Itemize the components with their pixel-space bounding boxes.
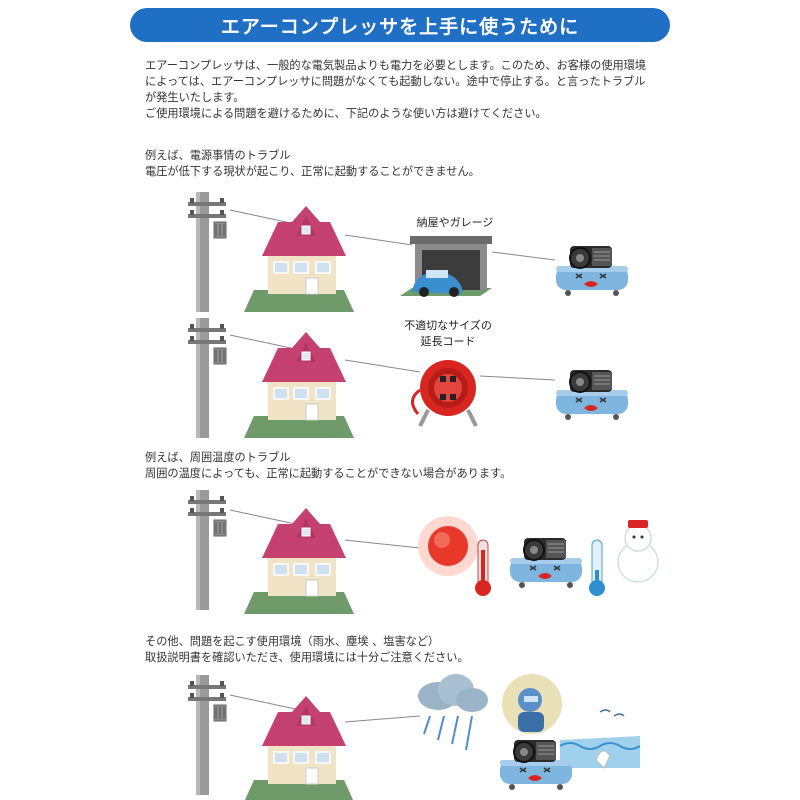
hot-thermometer-icon [475, 539, 491, 596]
utility-pole-icon [187, 191, 227, 313]
intro-paragraph: エアーコンプレッサは、一般的な電気製品よりも電力を必要とします。このため、お客様… [145, 58, 665, 122]
utility-pole-icon [187, 674, 227, 796]
rain-cloud-icon [418, 674, 488, 751]
compressor-icon [555, 245, 629, 297]
hot-sun-icon [418, 516, 478, 576]
snowman-icon [617, 520, 659, 583]
house-icon [243, 331, 355, 439]
compressor-icon [509, 537, 583, 589]
other-line-1: その他、問題を起こす使用環境（雨水、塵埃 、塩害など） [145, 635, 440, 648]
row-power-garage [187, 191, 629, 313]
row-other [187, 674, 641, 800]
garage-icon [400, 236, 492, 297]
cord-label-line-1: 不適切なサイズの [404, 319, 492, 332]
row-temperature [187, 489, 659, 615]
temp-heading: 例えば、周囲温度のトラブル [145, 451, 291, 464]
power-section-text: 例えば、電源事情のトラブル 電圧が低下する現状が起こり、正常に起動することができ… [145, 148, 665, 180]
page-title: エアーコンプレッサを上手に使うために [220, 15, 580, 38]
title-banner: エアーコンプレッサを上手に使うために [130, 8, 670, 42]
compressor-icon [499, 739, 573, 791]
sea-coast-icon [559, 709, 641, 769]
cord-label-line-2: 延長コード [420, 335, 476, 348]
cold-thermometer-icon [589, 539, 605, 596]
power-heading: 例えば、電源事情のトラブル [145, 149, 291, 162]
utility-pole-icon [187, 317, 227, 439]
temp-section-text: 例えば、周囲温度のトラブル 周囲の温度によっても、正常に起動することができない場… [145, 450, 665, 482]
other-section-text: その他、問題を起こす使用環境（雨水、塵埃 、塩害など） 取扱説明書を確認いただき… [145, 634, 665, 666]
dust-worker-icon [502, 674, 562, 734]
power-desc: 電圧が低下する現状が起こり、正常に起動することができません。 [145, 165, 480, 178]
intro-line: によっては、エアーコンプレッサに問題がなくても起動しない。途中で停止する。と言っ… [145, 75, 646, 88]
intro-line: が発生いたします。 [145, 91, 245, 104]
other-line-2: 取扱説明書を確認いただき、使用環境には十分ご注意ください。 [145, 651, 469, 664]
intro-line: ご使用環境による問題を避けるために、下記のような使い方は避けてください。 [145, 107, 547, 120]
house-icon [243, 205, 355, 313]
house-icon [243, 695, 355, 800]
temp-desc: 周囲の温度によっても、正常に起動することができない場合があります。 [145, 467, 512, 480]
garage-label: 納屋やガレージ [416, 216, 494, 229]
intro-line: エアーコンプレッサは、一般的な電気製品よりも電力を必要とします。このため、お客様… [145, 59, 647, 72]
cord-label: 不適切なサイズの 延長コード [398, 318, 498, 350]
utility-pole-icon [187, 489, 227, 611]
house-icon [243, 507, 355, 615]
cord-reel-icon [411, 360, 478, 427]
compressor-icon [555, 369, 629, 421]
